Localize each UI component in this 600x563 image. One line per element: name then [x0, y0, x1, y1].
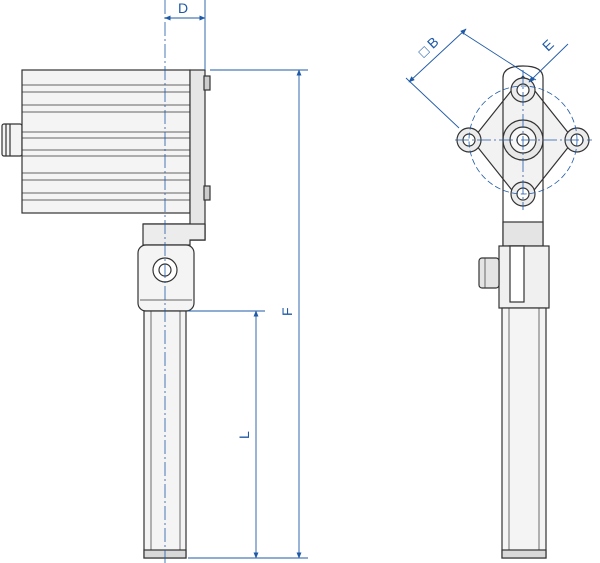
dimension-b-label: □ B: [415, 34, 442, 61]
dimension-d-label: D: [178, 0, 188, 16]
front-rod: [501, 307, 547, 559]
rear-knob: [1, 123, 23, 157]
dimension-e-label: E: [539, 36, 557, 54]
dimension-f: [188, 69, 308, 559]
dimension-b: [405, 28, 537, 129]
bracket-plate: [143, 69, 211, 241]
dimension-l-label: L: [236, 431, 252, 439]
dimension-l: [188, 310, 265, 559]
mounting-holes: [456, 77, 590, 207]
side-view: [1, 69, 211, 559]
dimension-e: [528, 43, 569, 83]
front-arm: [498, 65, 550, 309]
cylinder-body: [21, 69, 191, 214]
clamp-screw: [478, 257, 500, 289]
dimension-d: [164, 0, 206, 70]
front-centerlines: [455, 70, 592, 210]
dimension-f-label: F: [279, 307, 295, 316]
clamp-arm: [137, 223, 206, 312]
